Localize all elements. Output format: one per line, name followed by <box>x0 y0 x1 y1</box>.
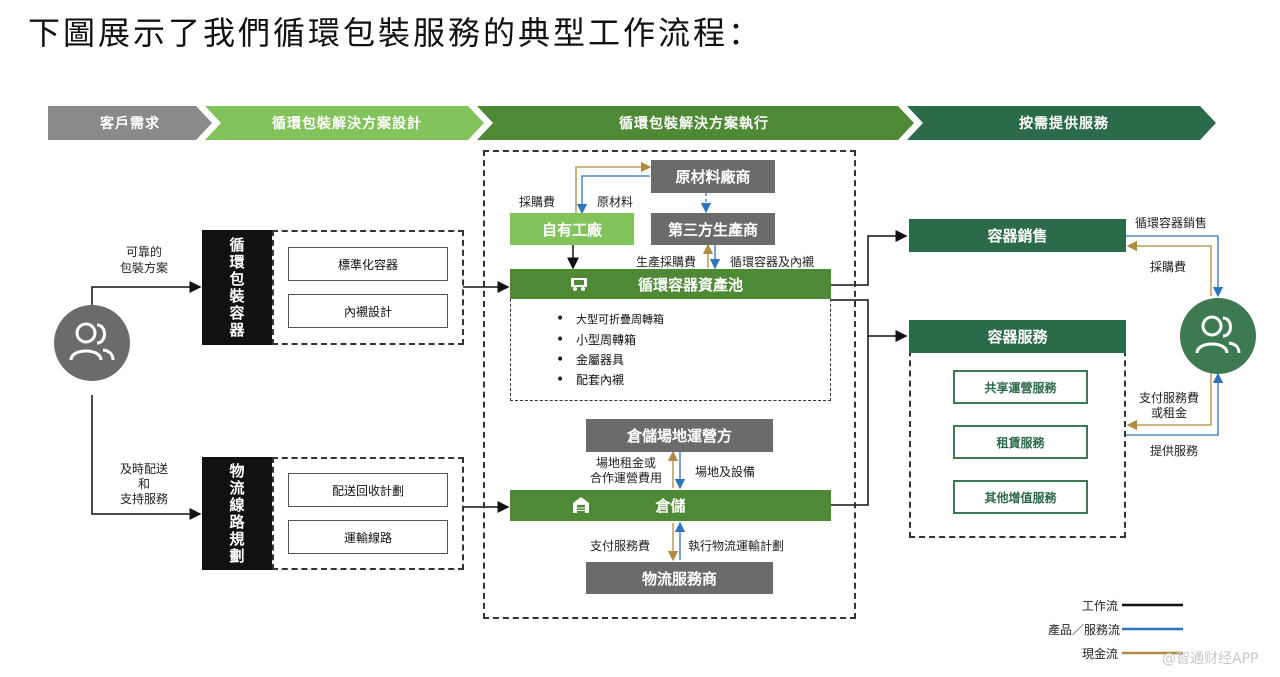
customer-circle-right <box>1180 298 1256 374</box>
packaging-container-box: 循環包裝容器 <box>202 230 272 345</box>
truck-icon <box>570 276 588 296</box>
pool-item: 配套內襯 <box>556 370 664 390</box>
legend-cash-label: 現金流 <box>1082 647 1119 661</box>
third-party-producer: 第三方生產商 <box>651 213 775 245</box>
design-logistics-group <box>272 457 464 570</box>
watermark: @智通财经APP <box>1162 651 1259 667</box>
label-timely-delivery: 及時配送和支持服務 <box>119 462 168 506</box>
legend-product-label: 產品／服務流 <box>1048 623 1121 637</box>
phase-chevron-4 <box>907 106 1216 140</box>
customer-icon-left <box>65 318 119 368</box>
logistics-service-provider: 物流服務商 <box>586 562 773 594</box>
customer-circle-left <box>54 305 130 381</box>
phase-solution-execution: 循環包裝解決方案執行 <box>619 116 769 132</box>
pool-item-list: 大型可折疊周轉箱 小型周轉箱 金屬器具 配套內襯 <box>556 309 664 390</box>
pool-item: 小型周轉箱 <box>556 330 664 350</box>
service-leasing: 租賃服務 <box>953 425 1088 459</box>
logistics-route-box: 物流線路規劃 <box>202 457 272 570</box>
own-factory: 自有工廠 <box>510 213 634 245</box>
label-pay-fee-or-rent: 支付服務費或租金 <box>1138 391 1199 420</box>
warehouse-site-operator: 倉儲場地運營方 <box>586 419 773 452</box>
pool-item: 金屬器具 <box>556 350 664 370</box>
service-value-added: 其他增值服務 <box>953 480 1088 514</box>
label-site-rent: 場地租金或合作運營費用 <box>589 456 662 485</box>
label-execute-plan: 執行物流運輸計劃 <box>688 539 785 553</box>
legend-work-label: 工作流 <box>1082 599 1119 613</box>
label-site-equipment: 場地及設備 <box>695 465 756 479</box>
container-asset-pool: 循環容器資產池 <box>510 269 831 299</box>
warehouse-bar: 倉儲 <box>510 490 831 521</box>
phase-chevron-1 <box>48 106 212 140</box>
raw-material-supplier: 原材料廠商 <box>651 160 775 193</box>
option-delivery-plan: 配送回收計劃 <box>288 473 448 507</box>
label-containers-liners: 循環容器及內襯 <box>730 255 815 269</box>
design-container-group <box>272 230 464 345</box>
label-pay-service-fee: 支付服務費 <box>590 539 651 553</box>
warehouse-icon <box>572 496 590 518</box>
page-title: 下圖展示了我們循環包裝服務的典型工作流程： <box>28 14 764 52</box>
option-standard-container: 標準化容器 <box>288 247 448 281</box>
phase-customer-demand: 客戶需求 <box>100 116 160 132</box>
option-liner-design: 內襯設計 <box>288 294 448 328</box>
label-production-fee: 生產採購費 <box>636 255 697 269</box>
pool-item: 大型可折疊周轉箱 <box>556 309 664 330</box>
service-shared-operation: 共享運營服務 <box>953 370 1088 404</box>
phase-chevron-3 <box>477 106 914 140</box>
phase-chevron-2 <box>205 106 484 140</box>
phase-on-demand-service: 按需提供服務 <box>1019 116 1109 132</box>
label-sales-purchase-fee: 採購費 <box>1150 260 1187 274</box>
label-container-sales-flow: 循環容器銷售 <box>1135 216 1208 230</box>
phase-solution-design: 循環包裝解決方案設計 <box>272 116 422 132</box>
container-services-header: 容器服務 <box>909 320 1126 353</box>
label-raw-material: 原材料 <box>597 195 634 209</box>
option-transport-route: 運輸線路 <box>288 520 448 554</box>
label-purchase-fee: 採購費 <box>519 195 556 209</box>
execution-group <box>483 150 856 619</box>
customer-icon-right <box>1191 311 1245 361</box>
label-reliable-packaging: 可靠的包裝方案 <box>119 245 168 275</box>
label-provide-service: 提供服務 <box>1150 444 1199 458</box>
container-sales: 容器銷售 <box>909 219 1126 252</box>
